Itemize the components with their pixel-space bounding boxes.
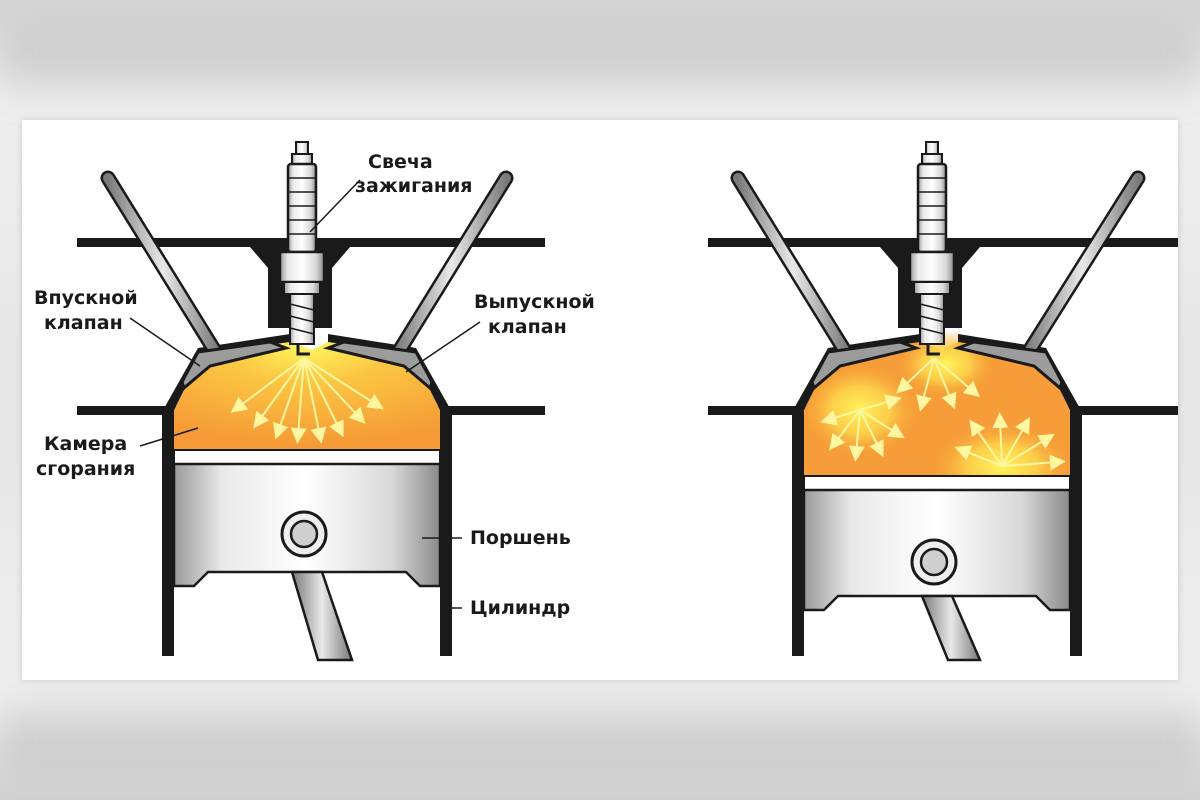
flame-arrows xyxy=(230,357,384,444)
diagram-panel: Свеча зажигания Впускной клапан Выпускно… xyxy=(22,120,1178,680)
cylinder-wall-left xyxy=(792,412,804,656)
background-blur-bottom xyxy=(0,705,1200,775)
piston-label: Поршень xyxy=(470,527,571,549)
spark-plug xyxy=(908,141,956,356)
piston xyxy=(172,449,442,588)
intake-valve-label-2: клапан xyxy=(44,312,123,334)
exhaust-valve-label-1: Выпускной xyxy=(474,291,595,313)
exhaust-valve-label-2: клапан xyxy=(488,316,567,338)
combustion-chamber xyxy=(174,342,440,450)
leader-lines-left xyxy=(129,179,481,609)
cylinder-wall-right xyxy=(440,412,452,656)
intake-valve xyxy=(100,170,292,391)
right-engine xyxy=(708,141,1178,662)
chamber-label-2: сгорания xyxy=(36,458,135,480)
cylinder-label: Цилиндр xyxy=(470,597,570,619)
flame-arrows xyxy=(820,357,1066,471)
background-blur-top xyxy=(0,20,1200,90)
spark-plug-label-1: Свеча xyxy=(368,151,433,173)
intake-valve-label-1: Впускной xyxy=(34,287,138,309)
connecting-rod xyxy=(290,570,354,662)
intake-valve xyxy=(730,170,922,391)
cylinder-wall-right xyxy=(1070,412,1082,656)
spark-plug xyxy=(278,141,326,356)
piston xyxy=(802,475,1072,612)
engine-diagram: Свеча зажигания Впускной клапан Выпускно… xyxy=(34,141,1178,662)
spark-plug-label-2: зажигания xyxy=(355,175,472,197)
exhaust-valve xyxy=(322,170,514,391)
chamber-label-1: Камера xyxy=(44,433,127,455)
cylinder-wall-left xyxy=(162,412,174,656)
connecting-rod xyxy=(920,594,982,662)
exhaust-valve xyxy=(952,170,1146,391)
left-engine xyxy=(77,141,545,662)
labels: Свеча зажигания Впускной клапан Выпускно… xyxy=(34,151,595,619)
